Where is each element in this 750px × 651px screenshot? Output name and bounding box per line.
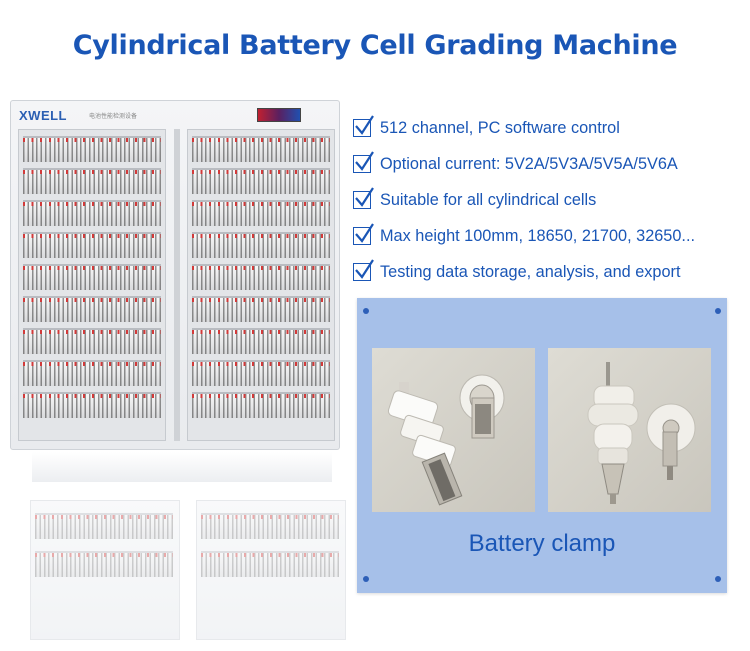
feature-text: Optional current: 5V2A/5V3A/5V5A/5V6A	[380, 154, 678, 173]
feature-item: 512 channel, PC software control	[353, 110, 748, 146]
channel-row	[23, 168, 161, 194]
channel-row	[23, 232, 161, 258]
machine-cabinet: XWELL 电池性能检测设备	[10, 100, 340, 450]
channel-row	[192, 392, 330, 418]
lower-reflection-left	[30, 500, 180, 640]
feature-text: Suitable for all cylindrical cells	[380, 190, 597, 209]
brand-logo: XWELL	[19, 108, 67, 123]
channel-row	[23, 328, 161, 354]
corner-dot	[715, 308, 721, 314]
machine-drawer	[32, 452, 332, 482]
check-icon	[353, 115, 374, 137]
feature-item: Max height 100mm, 18650, 21700, 32650...	[353, 218, 748, 254]
channel-row	[23, 264, 161, 290]
corner-dot	[715, 576, 721, 582]
corner-dot	[363, 576, 369, 582]
check-icon	[353, 187, 374, 209]
feature-list: 512 channel, PC software control Optiona…	[353, 110, 748, 290]
channel-row	[23, 392, 161, 418]
channel-row	[35, 551, 173, 577]
channel-row	[23, 296, 161, 322]
channel-row	[192, 296, 330, 322]
corner-dot	[363, 308, 369, 314]
channel-panel-left	[18, 129, 166, 441]
clamp-photo-white	[372, 348, 535, 512]
clamp-illustration	[387, 374, 505, 506]
channel-row	[201, 551, 339, 577]
feature-item: Testing data storage, analysis, and expo…	[353, 254, 748, 290]
cabinet-divider	[174, 129, 180, 441]
feature-text: Testing data storage, analysis, and expo…	[380, 262, 681, 281]
feature-item: Optional current: 5V2A/5V3A/5V5A/5V6A	[353, 146, 748, 182]
channel-row	[192, 136, 330, 162]
feature-item: Suitable for all cylindrical cells	[353, 182, 748, 218]
channel-row	[201, 513, 339, 539]
lower-reflection-right	[196, 500, 346, 640]
channel-row	[192, 168, 330, 194]
channel-row	[23, 200, 161, 226]
check-icon	[353, 151, 374, 173]
feature-text: Max height 100mm, 18650, 21700, 32650...	[380, 226, 695, 245]
clamp-photo-clear	[548, 348, 711, 512]
channel-row	[23, 136, 161, 162]
channel-row	[192, 232, 330, 258]
channel-row	[35, 513, 173, 539]
channel-row	[192, 328, 330, 354]
channel-row	[23, 360, 161, 386]
channel-row	[192, 200, 330, 226]
channel-row	[192, 264, 330, 290]
check-icon	[353, 259, 374, 281]
check-icon	[353, 223, 374, 245]
machine-sublabel: 电池性能检测设备	[89, 113, 138, 120]
page-title: Cylindrical Battery Cell Grading Machine	[72, 30, 678, 61]
clamp-label: Battery clamp	[468, 530, 616, 557]
channel-panel-right	[187, 129, 335, 441]
control-screen	[257, 108, 301, 122]
channel-row	[192, 360, 330, 386]
feature-text: 512 channel, PC software control	[380, 118, 620, 137]
machine-photo: XWELL 电池性能检测设备	[10, 100, 346, 651]
clamp-panel: Battery clamp	[357, 298, 727, 593]
clamp-illustration	[587, 362, 696, 504]
